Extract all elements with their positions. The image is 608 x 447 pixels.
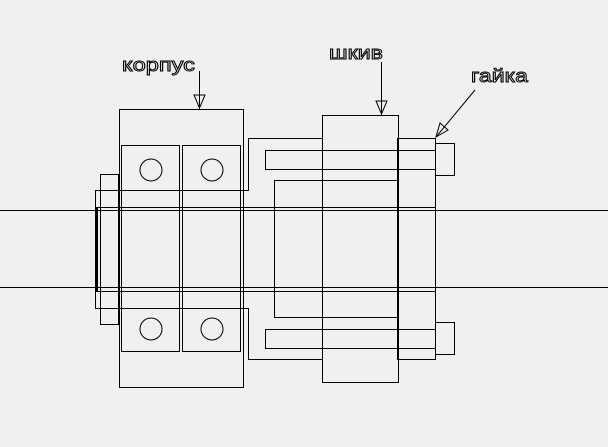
label-nut: гайка (471, 66, 529, 86)
nut-top (435, 143, 455, 176)
ball-icon (200, 158, 224, 182)
bolt-top (265, 150, 436, 170)
label-housing: корпус (122, 55, 195, 75)
nut-bottom (435, 322, 455, 355)
arrow-nut-icon (435, 89, 476, 139)
bolt-bottom (265, 329, 436, 349)
pulley (322, 115, 399, 383)
ball-icon (139, 317, 163, 341)
hub-inner (274, 180, 398, 318)
ball-icon (200, 317, 224, 341)
arrow-pulley-icon (375, 62, 388, 116)
bearing-bottom-left (121, 308, 180, 352)
housing (119, 109, 244, 388)
bearings (121, 145, 241, 352)
bearing-top-right (182, 145, 241, 191)
hub-outline-right (398, 138, 436, 360)
label-pulley: шкив (329, 43, 383, 63)
shaft (0, 207, 608, 292)
end-cap (100, 174, 119, 325)
bearing-top-left (121, 145, 180, 191)
bearing-bottom-right (182, 308, 241, 352)
arrow-housing-icon (193, 71, 206, 110)
hub-outline (95, 138, 322, 360)
ball-icon (139, 158, 163, 182)
